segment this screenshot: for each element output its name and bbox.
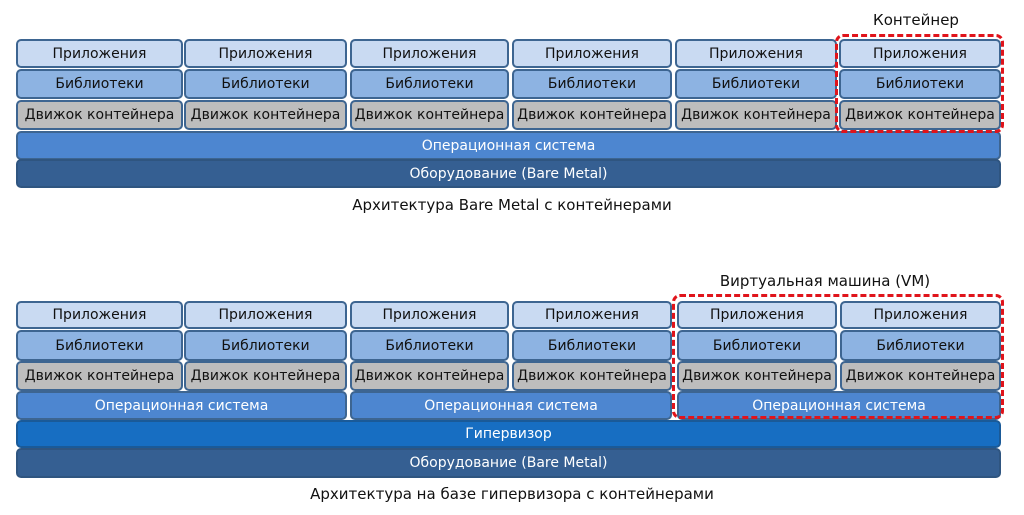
- library-block: Библиотеки: [840, 330, 1001, 361]
- library-block: Библиотеки: [16, 69, 183, 99]
- hypervisor-block: Гипервизор: [16, 420, 1001, 448]
- caption-hypervisor: Архитектура на базе гипервизора с контей…: [310, 485, 714, 503]
- app-block: Приложения: [839, 39, 1001, 68]
- app-block: Приложения: [350, 301, 509, 329]
- container-engine-block: Движок контейнера: [840, 361, 1001, 391]
- container-engine-block: Движок контейнера: [350, 361, 509, 391]
- library-block: Библиотеки: [350, 69, 509, 99]
- os-block: Операционная система: [16, 131, 1001, 160]
- library-block: Библиотеки: [350, 330, 509, 361]
- container-engine-block: Движок контейнера: [184, 361, 347, 391]
- app-block: Приложения: [512, 301, 672, 329]
- app-block: Приложения: [840, 301, 1001, 329]
- app-block: Приложения: [350, 39, 509, 68]
- os-block: Операционная система: [677, 391, 1001, 420]
- container-engine-block: Движок контейнера: [16, 100, 183, 130]
- caption-bare-metal: Архитектура Bare Metal с контейнерами: [352, 196, 672, 214]
- container-engine-block: Движок контейнера: [839, 100, 1001, 130]
- container-engine-block: Движок контейнера: [677, 361, 837, 391]
- os-block: Операционная система: [16, 391, 347, 420]
- vm-highlight: [672, 294, 1004, 419]
- container-engine-block: Движок контейнера: [675, 100, 837, 130]
- library-block: Библиотеки: [512, 330, 672, 361]
- library-block: Библиотеки: [184, 330, 347, 361]
- app-block: Приложения: [184, 301, 347, 329]
- library-block: Библиотеки: [184, 69, 347, 99]
- app-block: Приложения: [675, 39, 837, 68]
- library-block: Библиотеки: [16, 330, 183, 361]
- app-block: Приложения: [16, 39, 183, 68]
- app-block: Приложения: [512, 39, 672, 68]
- library-block: Библиотеки: [839, 69, 1001, 99]
- container-engine-block: Движок контейнера: [184, 100, 347, 130]
- app-block: Приложения: [16, 301, 183, 329]
- container-highlight: [835, 34, 1004, 133]
- os-block: Операционная система: [350, 391, 672, 420]
- library-block: Библиотеки: [512, 69, 672, 99]
- app-block: Приложения: [184, 39, 347, 68]
- container-engine-block: Движок контейнера: [512, 100, 672, 130]
- library-block: Библиотеки: [675, 69, 837, 99]
- vm-label: Виртуальная машина (VM): [719, 272, 931, 290]
- container-label: Контейнер: [873, 11, 959, 29]
- library-block: Библиотеки: [677, 330, 837, 361]
- container-engine-block: Движок контейнера: [350, 100, 509, 130]
- container-engine-block: Движок контейнера: [16, 361, 183, 391]
- app-block: Приложения: [677, 301, 837, 329]
- hardware-block: Оборудование (Bare Metal): [16, 159, 1001, 188]
- hardware-block: Оборудование (Bare Metal): [16, 448, 1001, 478]
- container-engine-block: Движок контейнера: [512, 361, 672, 391]
